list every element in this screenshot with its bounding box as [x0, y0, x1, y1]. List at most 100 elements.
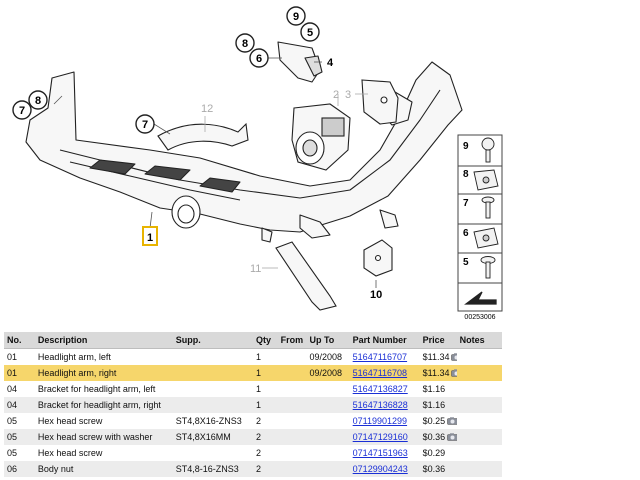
part-number-link[interactable]: 07147151963 — [352, 448, 408, 458]
clip-nut-icon — [473, 227, 499, 249]
callout-8a: 8 — [28, 90, 48, 110]
callout-3: 3 — [345, 89, 351, 101]
callout-7b-label: 7 — [142, 119, 148, 131]
diagram-id: 00253006 — [464, 314, 495, 321]
row-no: 01 — [4, 365, 35, 381]
row-notes — [457, 349, 502, 366]
row-from — [277, 365, 307, 381]
row-notes — [456, 461, 502, 477]
row-price: $0.29 — [422, 448, 446, 458]
row-part-number[interactable]: 07119901299 — [350, 413, 420, 429]
parts-diagram: 7 8 7 9 5 8 6 4 12 2 3 11 10 1 — [12, 6, 503, 321]
part-number-link[interactable]: 51647136828 — [352, 400, 408, 410]
callout-7b: 7 — [135, 114, 155, 134]
col-header-supp: Supp. — [172, 332, 253, 349]
callout-1-box[interactable]: 1 — [142, 226, 158, 246]
callout-10: 10 — [370, 289, 382, 301]
row-description: Headlight arm, right — [34, 365, 173, 381]
camera-icon[interactable] — [451, 353, 457, 361]
callout-9-label: 9 — [293, 11, 299, 23]
row-no: 06 — [4, 461, 35, 477]
row-price: $0.36 — [419, 429, 457, 445]
row-from — [278, 349, 307, 366]
row-qty: 1 — [252, 365, 278, 381]
row-from — [277, 461, 307, 477]
row-notes — [457, 445, 502, 461]
row-qty: 2 — [252, 429, 278, 445]
row-upto — [306, 381, 349, 397]
callout-9: 9 — [286, 6, 306, 26]
callout-5-label: 5 — [307, 27, 313, 39]
row-notes — [456, 397, 502, 413]
row-notes — [457, 413, 502, 429]
col-header-part-number: Part Number — [349, 332, 420, 349]
col-header-description: Description — [34, 332, 173, 349]
row-price: $1.16 — [419, 397, 457, 413]
callout-2: 2 — [333, 89, 339, 101]
body-nut-icon — [473, 169, 499, 191]
row-qty: 1 — [255, 352, 261, 362]
row-price: $11.34 — [420, 349, 457, 366]
part-number-link[interactable]: 07129904243 — [352, 464, 408, 474]
headlight-arm-illustration — [25, 61, 463, 243]
bracket-illustration — [277, 41, 323, 83]
row-part-number[interactable]: 07147129160 — [349, 429, 420, 445]
row-part-number[interactable]: 51647116707 — [350, 349, 420, 366]
row-no: 01 — [7, 352, 18, 362]
row-part-number[interactable]: 07129904243 — [349, 461, 420, 477]
col-header-no: No. — [4, 332, 35, 349]
row-from — [278, 413, 307, 429]
row-upto — [306, 445, 349, 461]
sensor-illustration — [291, 103, 351, 171]
row-description: Hex head screw — [37, 448, 103, 458]
row-description: Hex head screw — [37, 416, 103, 426]
table-header-row: No. Description Supp. Qty From Up To Par… — [4, 332, 502, 349]
row-part-number[interactable]: 51647136828 — [349, 397, 420, 413]
legend-label-9: 9 — [463, 141, 469, 152]
row-part-number[interactable]: 51647116708 — [349, 365, 420, 381]
callout-8b-label: 8 — [242, 38, 248, 50]
callout-8b: 8 — [235, 33, 255, 53]
row-description: Body nut — [34, 461, 173, 477]
part-number-link[interactable]: 07119901299 — [352, 416, 408, 426]
part-number-link[interactable]: 07147129160 — [352, 432, 408, 442]
legend-label-5: 5 — [463, 257, 469, 268]
camera-icon[interactable] — [447, 417, 457, 425]
row-from — [278, 381, 307, 397]
camera-icon[interactable] — [451, 369, 457, 377]
callout-8a-label: 8 — [35, 95, 41, 107]
callout-4: 4 — [327, 57, 334, 69]
row-description: Headlight arm, left — [37, 352, 111, 362]
row-upto — [306, 397, 350, 413]
part-number-link[interactable]: 51647116707 — [352, 352, 408, 362]
row-notes — [456, 429, 502, 445]
part-number-link[interactable]: 51647116708 — [352, 368, 408, 378]
legend-label-6: 6 — [463, 228, 469, 239]
callout-12: 12 — [201, 103, 213, 115]
row-description: Bracket for headlight arm, left — [37, 384, 156, 394]
callout-6: 6 — [249, 48, 269, 68]
col-header-upto: Up To — [306, 332, 350, 349]
callout-5: 5 — [300, 22, 320, 42]
row-upto: 09/2008 — [309, 352, 343, 362]
col-header-notes: Notes — [456, 332, 502, 349]
row-part-number[interactable]: 51647136827 — [350, 381, 420, 397]
part-number-link[interactable]: 51647136827 — [352, 384, 408, 394]
row-qty: 2 — [252, 461, 278, 477]
row-part-number[interactable]: 07147151963 — [350, 445, 420, 461]
table-row[interactable]: 01 Headlight arm, left 1 09/2008 51647116707… — [4, 349, 502, 366]
row-supplement: ST4,8X16-ZNS3 — [175, 416, 242, 426]
row-qty: 1 — [252, 397, 278, 413]
row-no: 04 — [7, 384, 18, 394]
camera-icon[interactable] — [447, 433, 457, 441]
row-supplement: ST4,8-16-ZNS3 — [172, 461, 253, 477]
row-upto: 09/2008 — [306, 365, 350, 381]
row-price: $0.25 — [420, 413, 457, 429]
